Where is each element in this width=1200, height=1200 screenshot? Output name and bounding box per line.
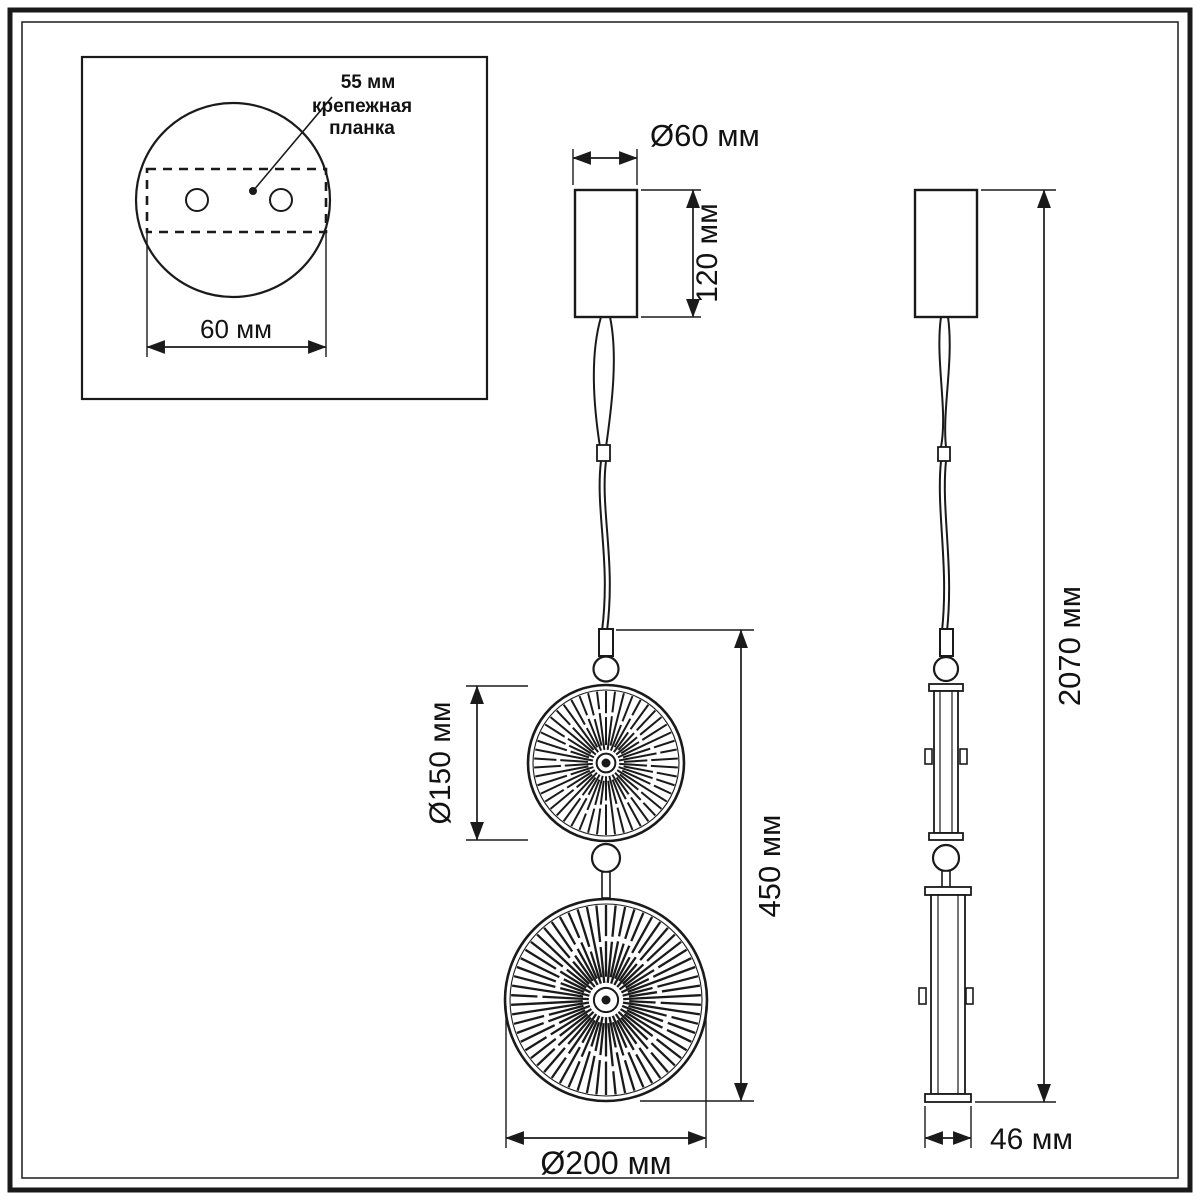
dim-canopy-diameter: Ø60 мм <box>572 118 760 185</box>
dim-depth-label: 46 мм <box>990 1123 1073 1156</box>
lower-disk-side-profile <box>918 886 974 1103</box>
mounting-plate-dashed <box>145 167 328 234</box>
dim-depth: 46 мм <box>924 1106 1073 1156</box>
upper-disk-front <box>526 683 686 843</box>
lower-disk-front <box>503 897 709 1103</box>
side-tab <box>918 987 927 1005</box>
mount-plate-label-line2: планка <box>329 118 395 139</box>
ball-joint-top-side <box>932 655 960 683</box>
mounting-inset: 55 мм крепежная планка 60 мм <box>80 55 489 401</box>
mount-hole-right <box>269 188 293 212</box>
ball-joint-middle-side <box>931 843 961 873</box>
cable-fitting-side <box>937 446 951 462</box>
leader-line <box>252 96 333 192</box>
suspension-grip-front <box>598 628 614 657</box>
side-tab <box>924 748 933 765</box>
upper-disk-side-profile <box>924 683 968 841</box>
dim-base-diameter-label: 60 мм <box>200 314 272 344</box>
side-tab <box>965 987 974 1005</box>
ceiling-canopy-front <box>573 188 639 319</box>
side-view: 2070 мм 46 мм <box>913 188 1087 1156</box>
inset-box <box>80 55 489 401</box>
frame-outer <box>7 7 1193 1193</box>
dim-upper-disk-diameter-label: Ø150 мм <box>424 702 457 825</box>
dim-canopy-diameter-label: Ø60 мм <box>650 118 760 153</box>
dim-lower-disk-diameter: Ø200 мм <box>505 1006 707 1181</box>
cable-fitting-front <box>596 444 611 462</box>
dim-lower-disk-diameter-label: Ø200 мм <box>540 1145 671 1181</box>
dim-hole-spacing-label: 55 мм <box>341 72 396 93</box>
ceiling-canopy-side <box>913 188 979 319</box>
ball-joint-middle-front <box>590 842 622 874</box>
dim-fixture-height-label: 450 мм <box>752 815 787 918</box>
ceiling-cup-circle <box>134 101 332 299</box>
dim-fixture-height: 450 мм <box>616 629 787 1102</box>
dim-canopy-height-label: 120 мм <box>691 203 724 303</box>
dim-upper-disk-diameter: Ø150 мм <box>424 685 528 841</box>
cable-front <box>592 316 615 632</box>
mount-plate-label-line1: крепежная <box>312 96 412 117</box>
frame-inner <box>21 21 1179 1179</box>
front-view: Ø60 мм 120 мм Ø150 мм 450 мм Ø20 <box>424 118 787 1181</box>
side-tab <box>959 748 968 765</box>
mount-hole-left <box>185 188 209 212</box>
dim-overall-height: 2070 мм <box>975 189 1087 1103</box>
dim-overall-height-label: 2070 мм <box>1052 586 1087 706</box>
cable-side <box>937 316 951 632</box>
dim-canopy-height: 120 мм <box>641 189 724 318</box>
ball-joint-top-front <box>592 655 620 683</box>
suspension-grip-side <box>939 628 954 657</box>
disk-stem-front <box>601 871 611 899</box>
